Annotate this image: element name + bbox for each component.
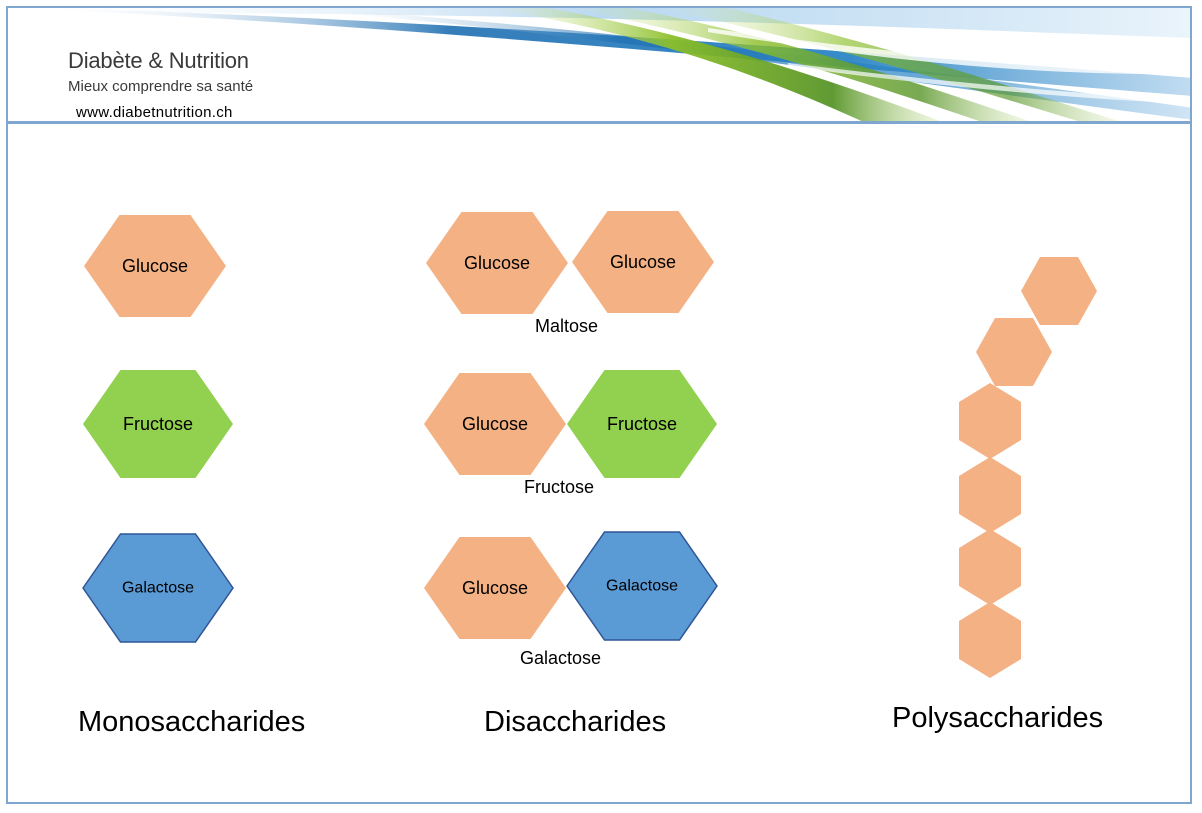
disaccharide-2-hexagon-glucose: [424, 373, 566, 475]
disaccharide-2-label-fructose: Fructose: [607, 414, 677, 434]
disaccharide-caption-maltose: Maltose: [535, 316, 599, 336]
monosaccharide-hexagon-glucose: [84, 215, 226, 317]
disaccharide-caption-galactose: Galactose: [520, 648, 602, 668]
disaccharide-1-hexagon-glucose: [572, 211, 714, 313]
disaccharide-1-label-glucose: Glucose: [464, 253, 530, 273]
disaccharide-1-label-glucose: Glucose: [610, 252, 676, 272]
disaccharide-2-label-glucose: Glucose: [462, 414, 528, 434]
brand-title: Diabète & Nutrition: [68, 48, 249, 73]
polysaccharide-unit-hexagon-2: [959, 529, 1021, 605]
polysaccharides-label: Polysaccharides: [892, 702, 1104, 734]
polysaccharide-unit-hexagon-4: [959, 383, 1021, 459]
disaccharides-label: Disaccharides: [484, 706, 667, 738]
polysaccharide-unit-hexagon-6: [1021, 257, 1097, 325]
banner-swoosh: [8, 8, 1190, 121]
disaccharide-3-hexagon-glucose: [424, 537, 566, 639]
disaccharide-3-hexagon-galactose: [566, 531, 718, 641]
monosaccharide-label-glucose: Glucose: [122, 256, 188, 276]
monosaccharide-hexagon-galactose: [82, 533, 234, 643]
polysaccharide-unit-hexagon-5: [976, 318, 1052, 386]
monosaccharide-label-fructose: Fructose: [123, 414, 193, 434]
disaccharide-3-label-glucose: Glucose: [462, 578, 528, 598]
monosaccharide-hexagon-fructose: [83, 370, 233, 478]
polysaccharide-unit-hexagon-3: [959, 457, 1021, 533]
monosaccharide-label-galactose: Galactose: [122, 580, 194, 597]
polysaccharide-unit-hexagon-1: [959, 602, 1021, 678]
disaccharide-1-hexagon-glucose: [426, 212, 568, 314]
disaccharide-caption-fructose: Fructose: [524, 477, 595, 497]
header-banner: Diabète & Nutrition Mieux comprendre sa …: [8, 8, 1190, 124]
disaccharide-2-hexagon-fructose: [567, 370, 717, 478]
monosaccharides-label: Monosaccharides: [78, 706, 306, 738]
disaccharide-3-label-galactose: Galactose: [606, 578, 678, 595]
brand-subtitle: Mieux comprendre sa santé: [68, 78, 254, 95]
brand-url[interactable]: www.diabetnutrition.ch: [76, 104, 233, 121]
